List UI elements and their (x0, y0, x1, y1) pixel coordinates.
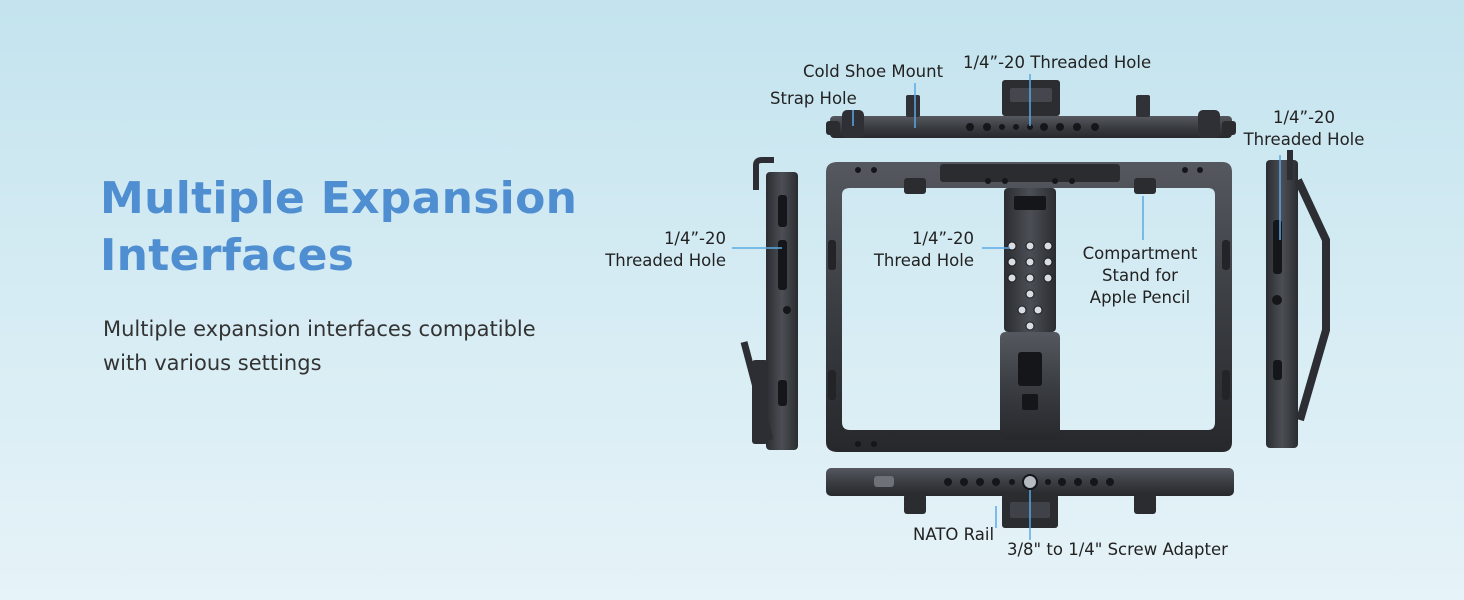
label-compartment-line-1: Compartment (1082, 244, 1198, 263)
right-side-rail (1266, 150, 1330, 448)
label-cold-shoe-mount: Cold Shoe Mount (803, 62, 944, 81)
label-left-threaded-hole: 1/4”-20 Threaded Hole (596, 228, 726, 272)
leader-lines (732, 74, 1281, 540)
label-compartment-line-2: Stand for (1102, 266, 1178, 285)
label-left-threaded-line-1: 1/4”-20 (663, 229, 726, 248)
label-center-thread-line-1: 1/4”-20 (911, 229, 974, 248)
headline-line-2: Interfaces (100, 230, 355, 281)
subtext-line-1: Multiple expansion interfaces compatible (103, 317, 536, 341)
headline: Multiple Expansion Interfaces (100, 170, 577, 284)
top-rail (826, 80, 1236, 138)
subtext-line-2: with various settings (103, 351, 322, 375)
label-screw-adapter: 3/8" to 1/4" Screw Adapter (1007, 540, 1228, 559)
label-center-thread-hole: 1/4”-20 Thread Hole (866, 228, 974, 272)
label-left-threaded-line-2: Threaded Hole (605, 251, 726, 270)
subtext: Multiple expansion interfaces compatible… (103, 312, 536, 380)
label-compartment-stand: Compartment Stand for Apple Pencil (1076, 243, 1204, 309)
main-frame (826, 162, 1232, 452)
label-compartment-line-3: Apple Pencil (1089, 288, 1191, 307)
left-side-rail (740, 157, 798, 450)
label-right-threaded-line-2: Threaded Hole (1243, 130, 1365, 149)
label-center-thread-line-2: Thread Hole (873, 251, 974, 270)
headline-line-1: Multiple Expansion (100, 173, 578, 224)
label-strap-hole: Strap Hole (770, 89, 857, 108)
label-right-threaded-line-1: 1/4”-20 (1272, 108, 1336, 127)
label-top-threaded-hole: 1/4”-20 Threaded Hole (963, 53, 1152, 72)
label-right-threaded-hole: 1/4”-20 Threaded Hole (1238, 107, 1370, 151)
label-nato-rail: NATO Rail (913, 525, 995, 544)
